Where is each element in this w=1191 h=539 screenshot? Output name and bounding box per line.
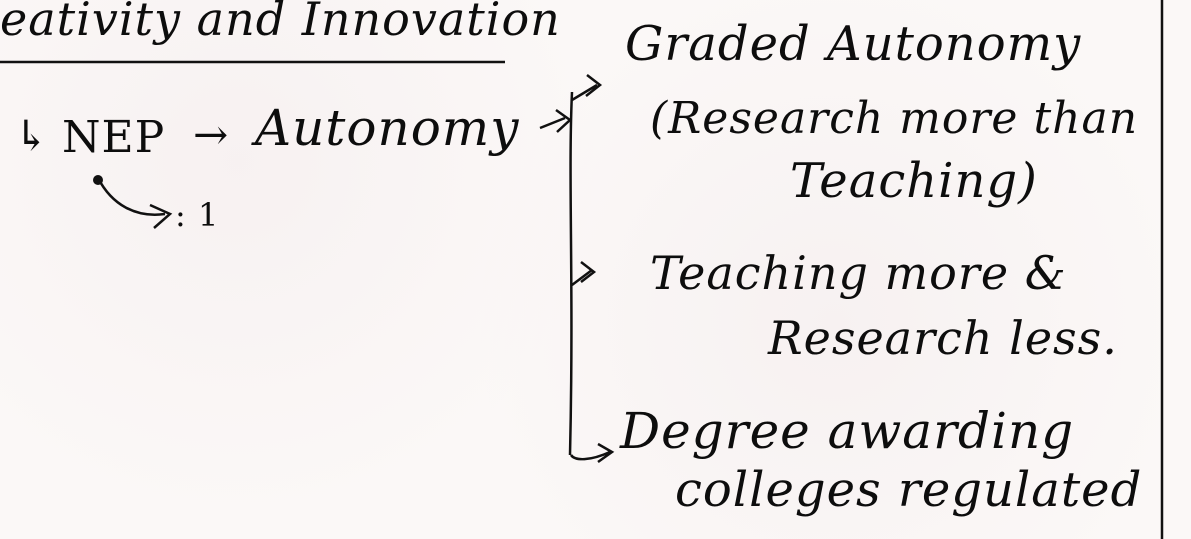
branch-1-line-1: Graded Autonomy (625, 16, 1082, 72)
nep-dot (93, 175, 103, 185)
nep-label: NEP (62, 112, 166, 163)
branch-1-line-3: Teaching) (790, 153, 1038, 209)
branch-3-line-2: colleges regulated (675, 462, 1143, 518)
autonomy-branch-arrow (539, 108, 572, 133)
nep-curl (96, 177, 173, 229)
branch-3-arrow (569, 442, 615, 464)
branch-3-line-1: Degree awarding (620, 402, 1075, 460)
branch-2-arrow (571, 261, 597, 286)
root-prefix: ↳ (14, 111, 51, 160)
branch-1-arrow (571, 74, 603, 102)
autonomy-label: Autonomy (255, 99, 520, 157)
root-arrow: → (193, 110, 230, 159)
branch-2-line-2: Research less. (768, 311, 1118, 365)
sub-note: : 1 (175, 196, 220, 234)
heading-text: eativity and Innovation (0, 0, 561, 46)
branch-1-line-2: (Research more than (650, 93, 1139, 144)
branch-connector (568, 91, 574, 456)
branch-2-line-1: Teaching more & (650, 246, 1067, 300)
